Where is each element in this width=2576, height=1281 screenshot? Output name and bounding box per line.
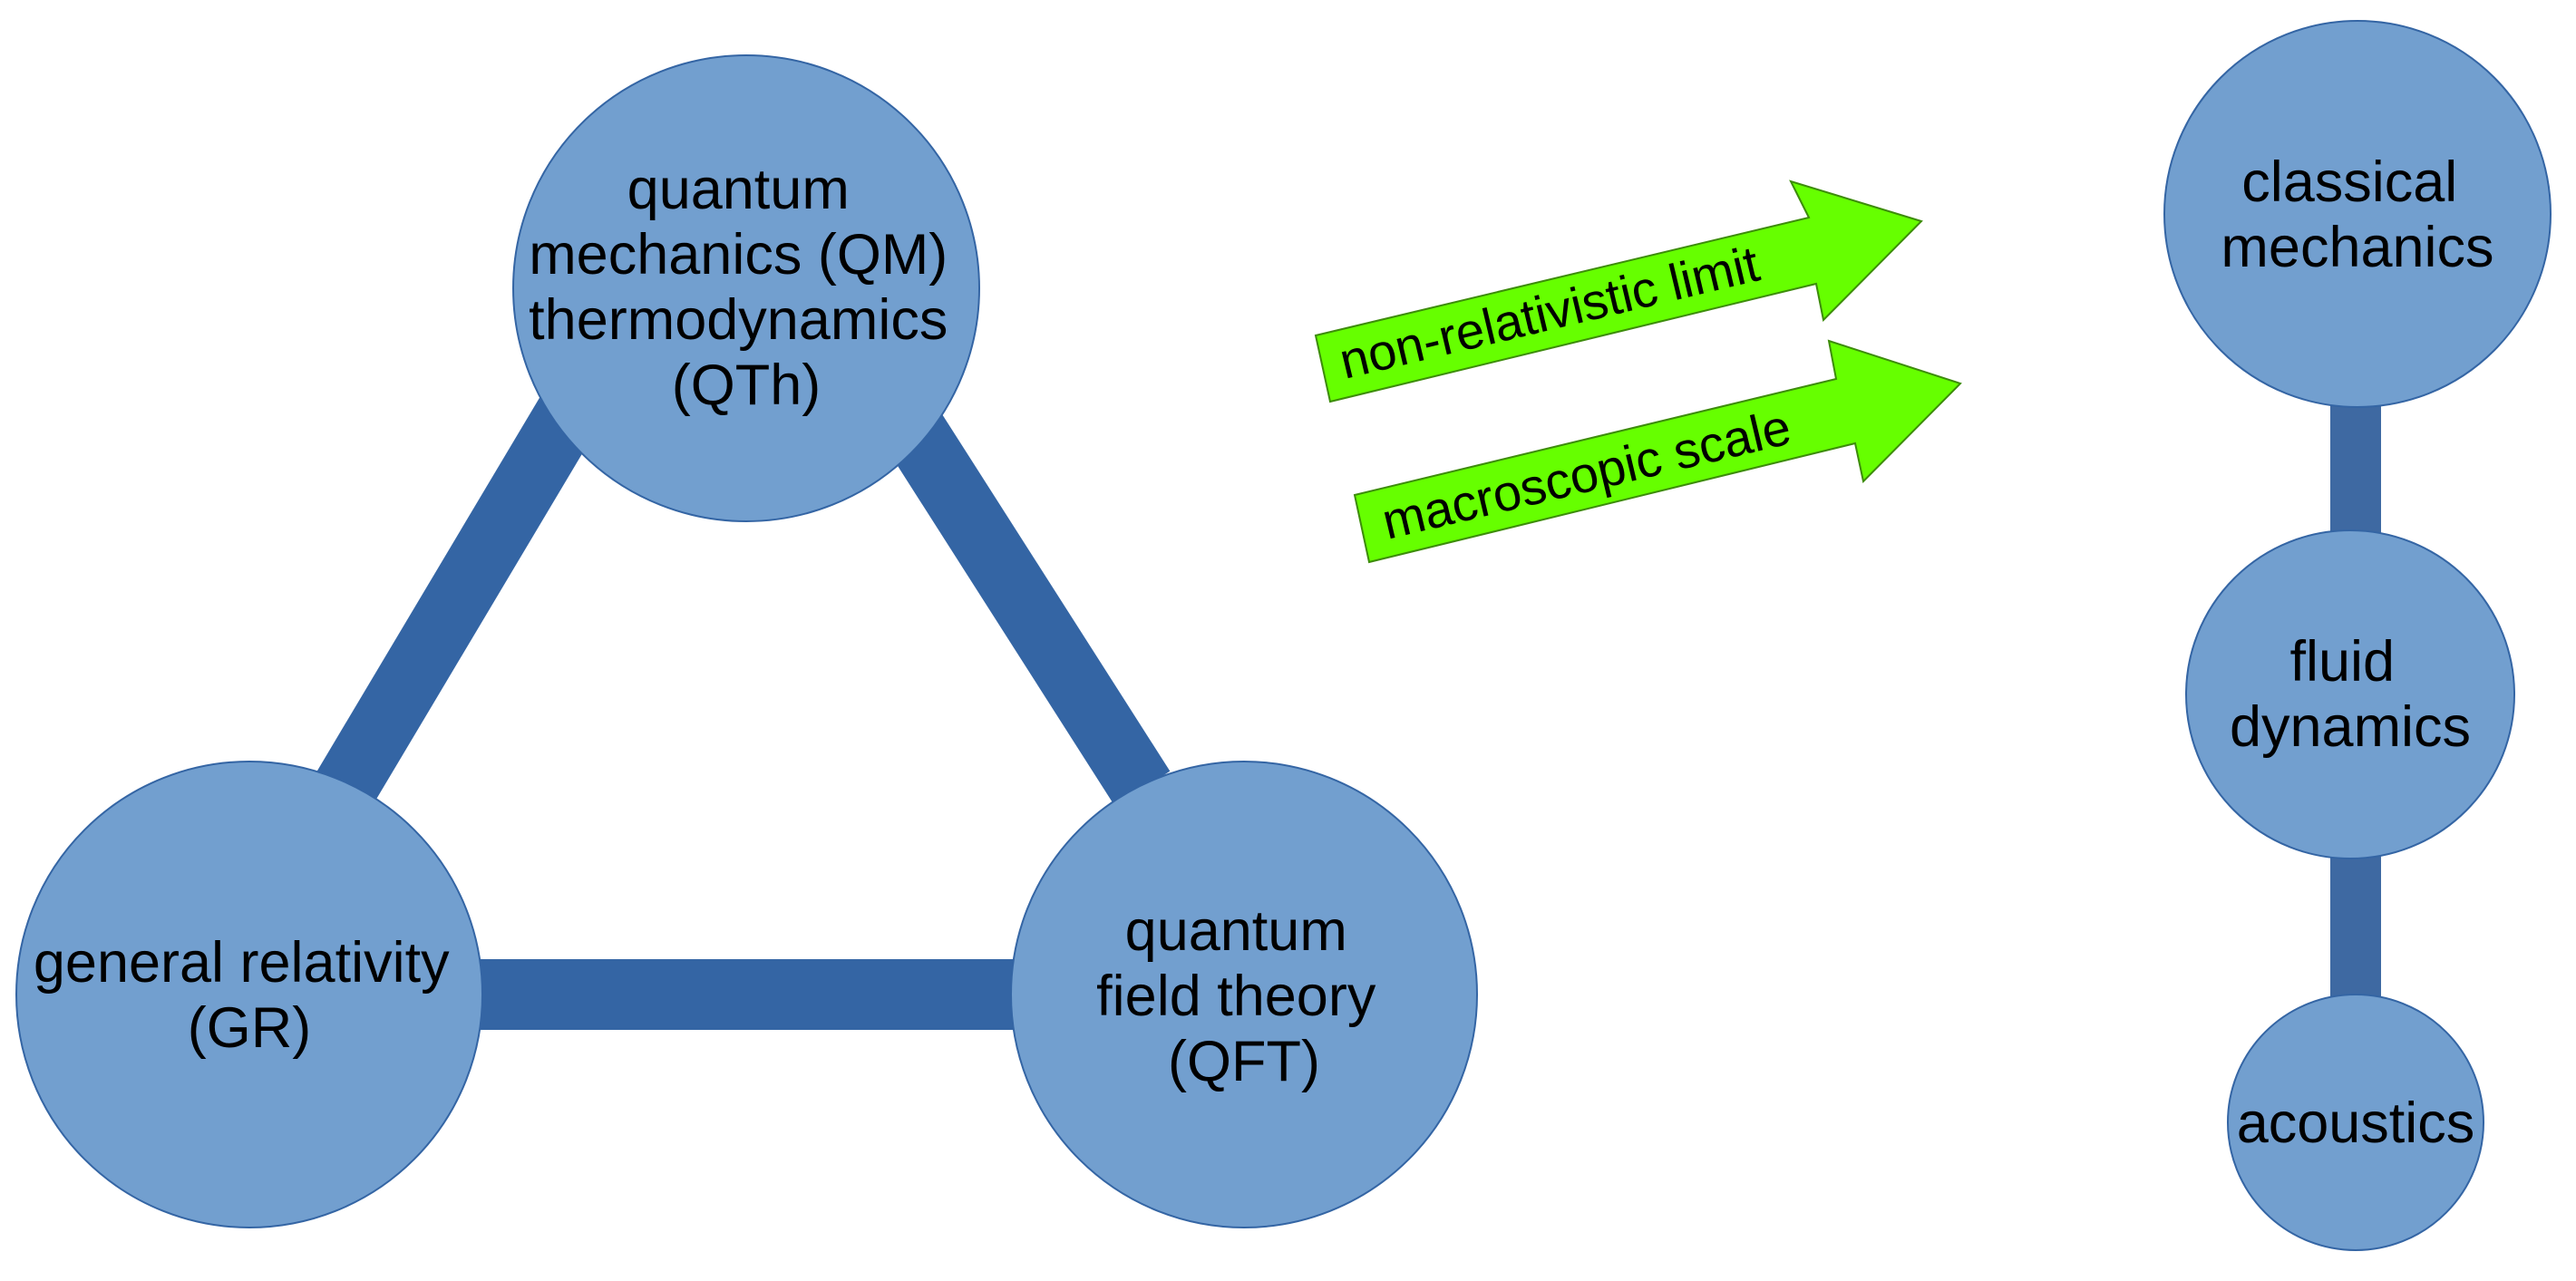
arrow-macroscopic-scale bbox=[1353, 339, 1962, 564]
label-quantum-field-theory: quantum field theory (QFT) bbox=[1096, 899, 1392, 1093]
node-fluid-dynamics bbox=[2185, 529, 2515, 859]
label-classical-mechanics: classical mechanics bbox=[2221, 150, 2493, 279]
label-line: (QFT) bbox=[1168, 1030, 1320, 1093]
label-line: general relativity bbox=[34, 931, 450, 995]
label-line: quantum bbox=[1125, 899, 1347, 963]
label-line: (QTh) bbox=[672, 354, 821, 417]
label-line: acoustics bbox=[2237, 1092, 2475, 1155]
arrow-non-relativistic-limit bbox=[1314, 180, 1923, 403]
node-general-relativity bbox=[15, 761, 483, 1228]
node-quantum-field-theory bbox=[1010, 761, 1478, 1228]
label-line: mechanics bbox=[2221, 216, 2493, 279]
label-line: thermodynamics bbox=[529, 288, 948, 352]
label-fluid-dynamics: fluid dynamics bbox=[2230, 630, 2471, 759]
label-quantum-mechanics: quantum mechanics (QM) thermodynamics (Q… bbox=[529, 158, 964, 417]
node-acoustics bbox=[2227, 994, 2484, 1251]
label-general-relativity: general relativity (GR) bbox=[34, 931, 465, 1060]
label-line: fluid bbox=[2289, 630, 2395, 694]
edge-qm-gr bbox=[316, 345, 627, 806]
label-line: classical bbox=[2241, 150, 2457, 214]
label-line: mechanics (QM) bbox=[529, 223, 948, 286]
label-line: quantum bbox=[627, 158, 850, 221]
label-acoustics: acoustics bbox=[2237, 1092, 2475, 1155]
label-line: dynamics bbox=[2230, 695, 2471, 759]
label-line: (GR) bbox=[188, 996, 311, 1060]
node-quantum-mechanics bbox=[512, 54, 980, 522]
label-line: field theory bbox=[1096, 965, 1376, 1028]
node-classical-mechanics bbox=[2163, 20, 2552, 408]
